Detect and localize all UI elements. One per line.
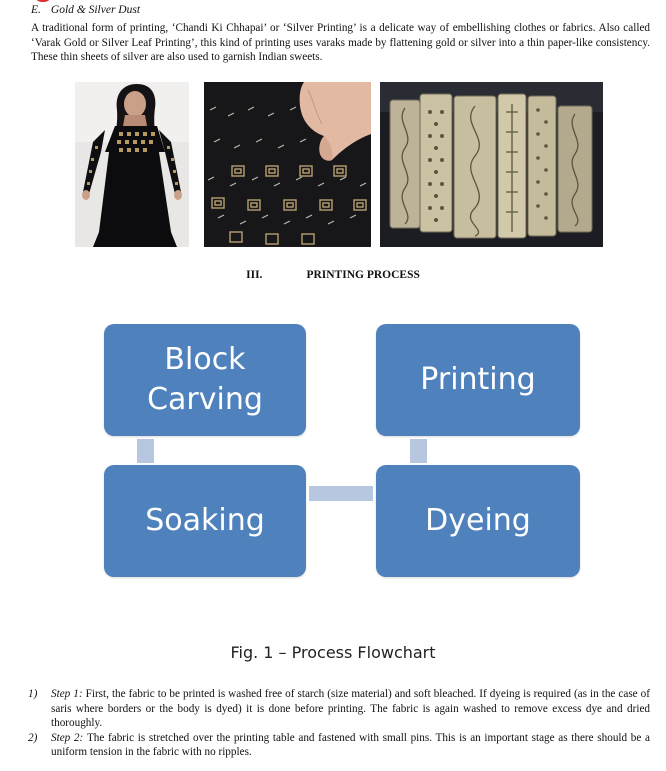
- figure-caption: Fig. 1 – Process Flowchart: [230, 643, 436, 662]
- step-text: The fabric is stretched over the printin…: [51, 731, 650, 759]
- subsection-letter: E.: [31, 4, 41, 16]
- step-title: Step 1:: [51, 688, 86, 700]
- section-title: PRINTING PROCESS: [306, 269, 420, 281]
- gold-printed-fabric-photo: [204, 82, 371, 247]
- section-heading: III. PRINTING PROCESS: [0, 269, 666, 281]
- subsection-heading: E. Gold & Silver Dust: [31, 4, 140, 16]
- subsection-paragraph: A traditional form of printing, ‘Chandi …: [31, 22, 650, 64]
- section-number: III.: [246, 269, 263, 281]
- carved-printing-blocks-photo: [380, 82, 603, 247]
- connector-printing-dyeing: [410, 439, 427, 463]
- flowchart-box-dyeing: Dyeing: [376, 465, 580, 577]
- flowchart-box-soaking: Soaking: [104, 465, 306, 577]
- steps-list: 1) Step 1: First, the fabric to be print…: [28, 687, 650, 760]
- gold-printed-dress-photo: [75, 82, 189, 247]
- step-title: Step 2:: [51, 731, 87, 744]
- step-text: First, the fabric to be printed is washe…: [51, 688, 650, 730]
- step-marker: 2): [28, 731, 38, 744]
- list-item: 2) Step 2: The fabric is stretched over …: [28, 731, 650, 760]
- step-marker: 1): [28, 688, 38, 700]
- connector-carving-soaking: [137, 439, 154, 463]
- subsection-title: Gold & Silver Dust: [50, 4, 141, 16]
- page-corner-mark: [34, 0, 52, 2]
- list-item: 1) Step 1: First, the fabric to be print…: [28, 687, 650, 731]
- flowchart-box-printing: Printing: [376, 324, 580, 436]
- connector-soaking-dyeing: [309, 486, 373, 501]
